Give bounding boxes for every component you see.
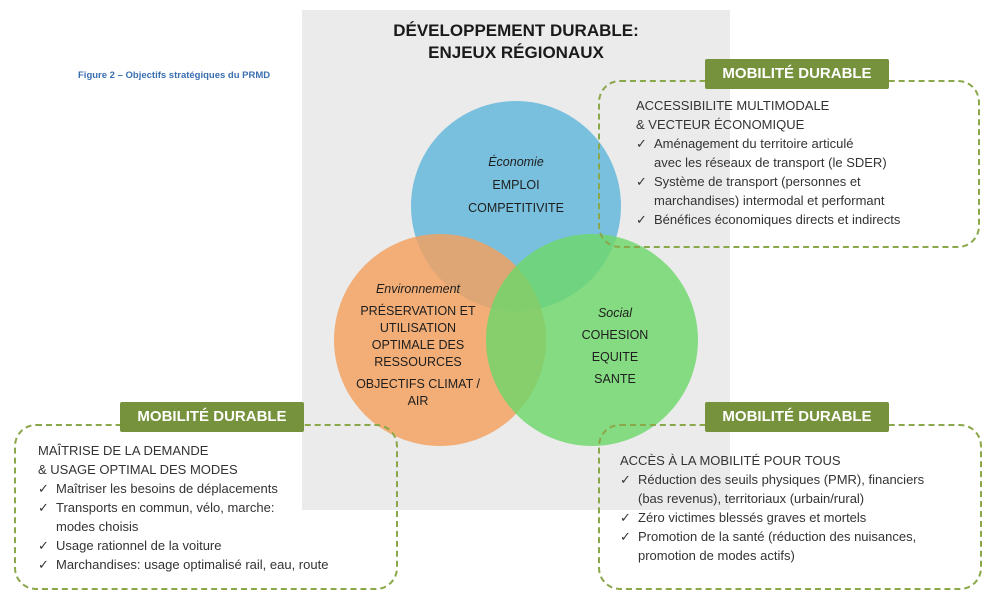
item-line: (bas revenus), territoriaux (urbain/rura… xyxy=(638,491,865,506)
social-line-cohesion: COHESION xyxy=(581,328,649,342)
environnement-label: Environnement xyxy=(375,282,461,296)
item-line: Marchandises: usage optimalisé rail, eau… xyxy=(56,557,329,572)
list-item: Bénéfices économiques directs et indirec… xyxy=(636,210,976,229)
list-item: Maîtriser les besoins de déplacements xyxy=(38,479,394,498)
item-line: Bénéfices économiques directs et indirec… xyxy=(654,212,901,227)
list-item: Zéro victimes blessés graves et mortels xyxy=(620,508,976,527)
social-line-equite: EQUITE xyxy=(591,350,639,364)
box-top-right-list: Aménagement du territoire articulé avec … xyxy=(636,134,976,229)
environnement-line-1: PRÉSERVATION ET xyxy=(360,304,476,318)
list-item: Usage rationnel de la voiture xyxy=(38,536,394,555)
list-item: Réduction des seuils physiques (PMR), fi… xyxy=(620,470,976,508)
list-item: Promotion de la santé (réduction des nui… xyxy=(620,527,976,565)
box-bottom-right-content: ACCÈS À LA MOBILITÉ POUR TOUS Réduction … xyxy=(620,451,976,565)
item-line: Usage rationnel de la voiture xyxy=(56,538,222,553)
box-bottom-left-heading-2: & USAGE OPTIMAL DES MODES xyxy=(38,462,238,477)
list-item: Système de transport (personnes et march… xyxy=(636,172,976,210)
circle-environnement xyxy=(334,234,546,446)
figure-caption: Figure 2 – Objectifs stratégiques du PRM… xyxy=(78,70,271,81)
economie-label: Économie xyxy=(488,155,544,169)
box-bottom-left-content: MAÎTRISE DE LA DEMANDE & USAGE OPTIMAL D… xyxy=(38,441,394,574)
item-line: Transports en commun, vélo, marche: xyxy=(56,500,275,515)
badge-top-right: MOBILITÉ DURABLE xyxy=(705,59,889,89)
diagram-title: DÉVELOPPEMENT DURABLE: ENJEUX RÉGIONAUX xyxy=(302,20,730,64)
diagram-title-line2: ENJEUX RÉGIONAUX xyxy=(428,43,604,62)
list-item: Transports en commun, vélo, marche: mode… xyxy=(38,498,394,536)
environnement-line-6: AIR xyxy=(407,394,429,408)
badge-bottom-left: MOBILITÉ DURABLE xyxy=(120,402,304,432)
box-top-right-heading-1: ACCESSIBILITE MULTIMODALE xyxy=(636,98,830,113)
social-line-sante: SANTE xyxy=(594,372,636,386)
item-line: Aménagement du territoire articulé xyxy=(654,136,854,151)
item-line: Maîtriser les besoins de déplacements xyxy=(56,481,278,496)
environnement-line-3: OPTIMALE DES xyxy=(371,338,465,352)
box-bottom-right-list: Réduction des seuils physiques (PMR), fi… xyxy=(620,470,976,565)
badge-bottom-right: MOBILITÉ DURABLE xyxy=(705,402,889,432)
item-line: avec les réseaux de transport (le SDER) xyxy=(654,155,887,170)
environnement-text: Environnement PRÉSERVATION ET UTILISATIO… xyxy=(348,281,488,410)
item-line: Réduction des seuils physiques (PMR), fi… xyxy=(638,472,925,487)
diagram-title-line1: DÉVELOPPEMENT DURABLE: xyxy=(393,21,639,40)
item-line: marchandises) intermodal et performant xyxy=(654,193,885,208)
box-bottom-left-list: Maîtriser les besoins de déplacements Tr… xyxy=(38,479,394,574)
social-text: Social COHESION EQUITE SANTE xyxy=(560,302,670,390)
box-top-right-content: ACCESSIBILITE MULTIMODALE & VECTEUR ÉCON… xyxy=(636,96,976,229)
economie-line-emploi: EMPLOI xyxy=(492,178,540,192)
box-top-right-heading-2: & VECTEUR ÉCONOMIQUE xyxy=(636,117,805,132)
economie-line-competitivite: COMPETITIVITE xyxy=(468,201,564,215)
box-bottom-left-heading-1: MAÎTRISE DE LA DEMANDE xyxy=(38,443,209,458)
environnement-line-5: OBJECTIFS CLIMAT / xyxy=(356,377,480,391)
item-line: Promotion de la santé (réduction des nui… xyxy=(638,529,917,544)
circle-social xyxy=(486,234,698,446)
item-line: Système de transport (personnes et xyxy=(654,174,861,189)
list-item: Marchandises: usage optimalisé rail, eau… xyxy=(38,555,394,574)
item-line: Zéro victimes blessés graves et mortels xyxy=(638,510,867,525)
item-line: promotion de modes actifs) xyxy=(638,548,795,563)
social-label: Social xyxy=(597,306,633,320)
item-line: modes choisis xyxy=(56,519,139,534)
economie-text: Économie EMPLOI COMPETITIVITE xyxy=(436,153,596,218)
list-item: Aménagement du territoire articulé avec … xyxy=(636,134,976,172)
environnement-line-4: RESSOURCES xyxy=(374,355,462,369)
box-bottom-right-heading-1: ACCÈS À LA MOBILITÉ POUR TOUS xyxy=(620,453,841,468)
environnement-line-2: UTILISATION xyxy=(379,321,457,335)
